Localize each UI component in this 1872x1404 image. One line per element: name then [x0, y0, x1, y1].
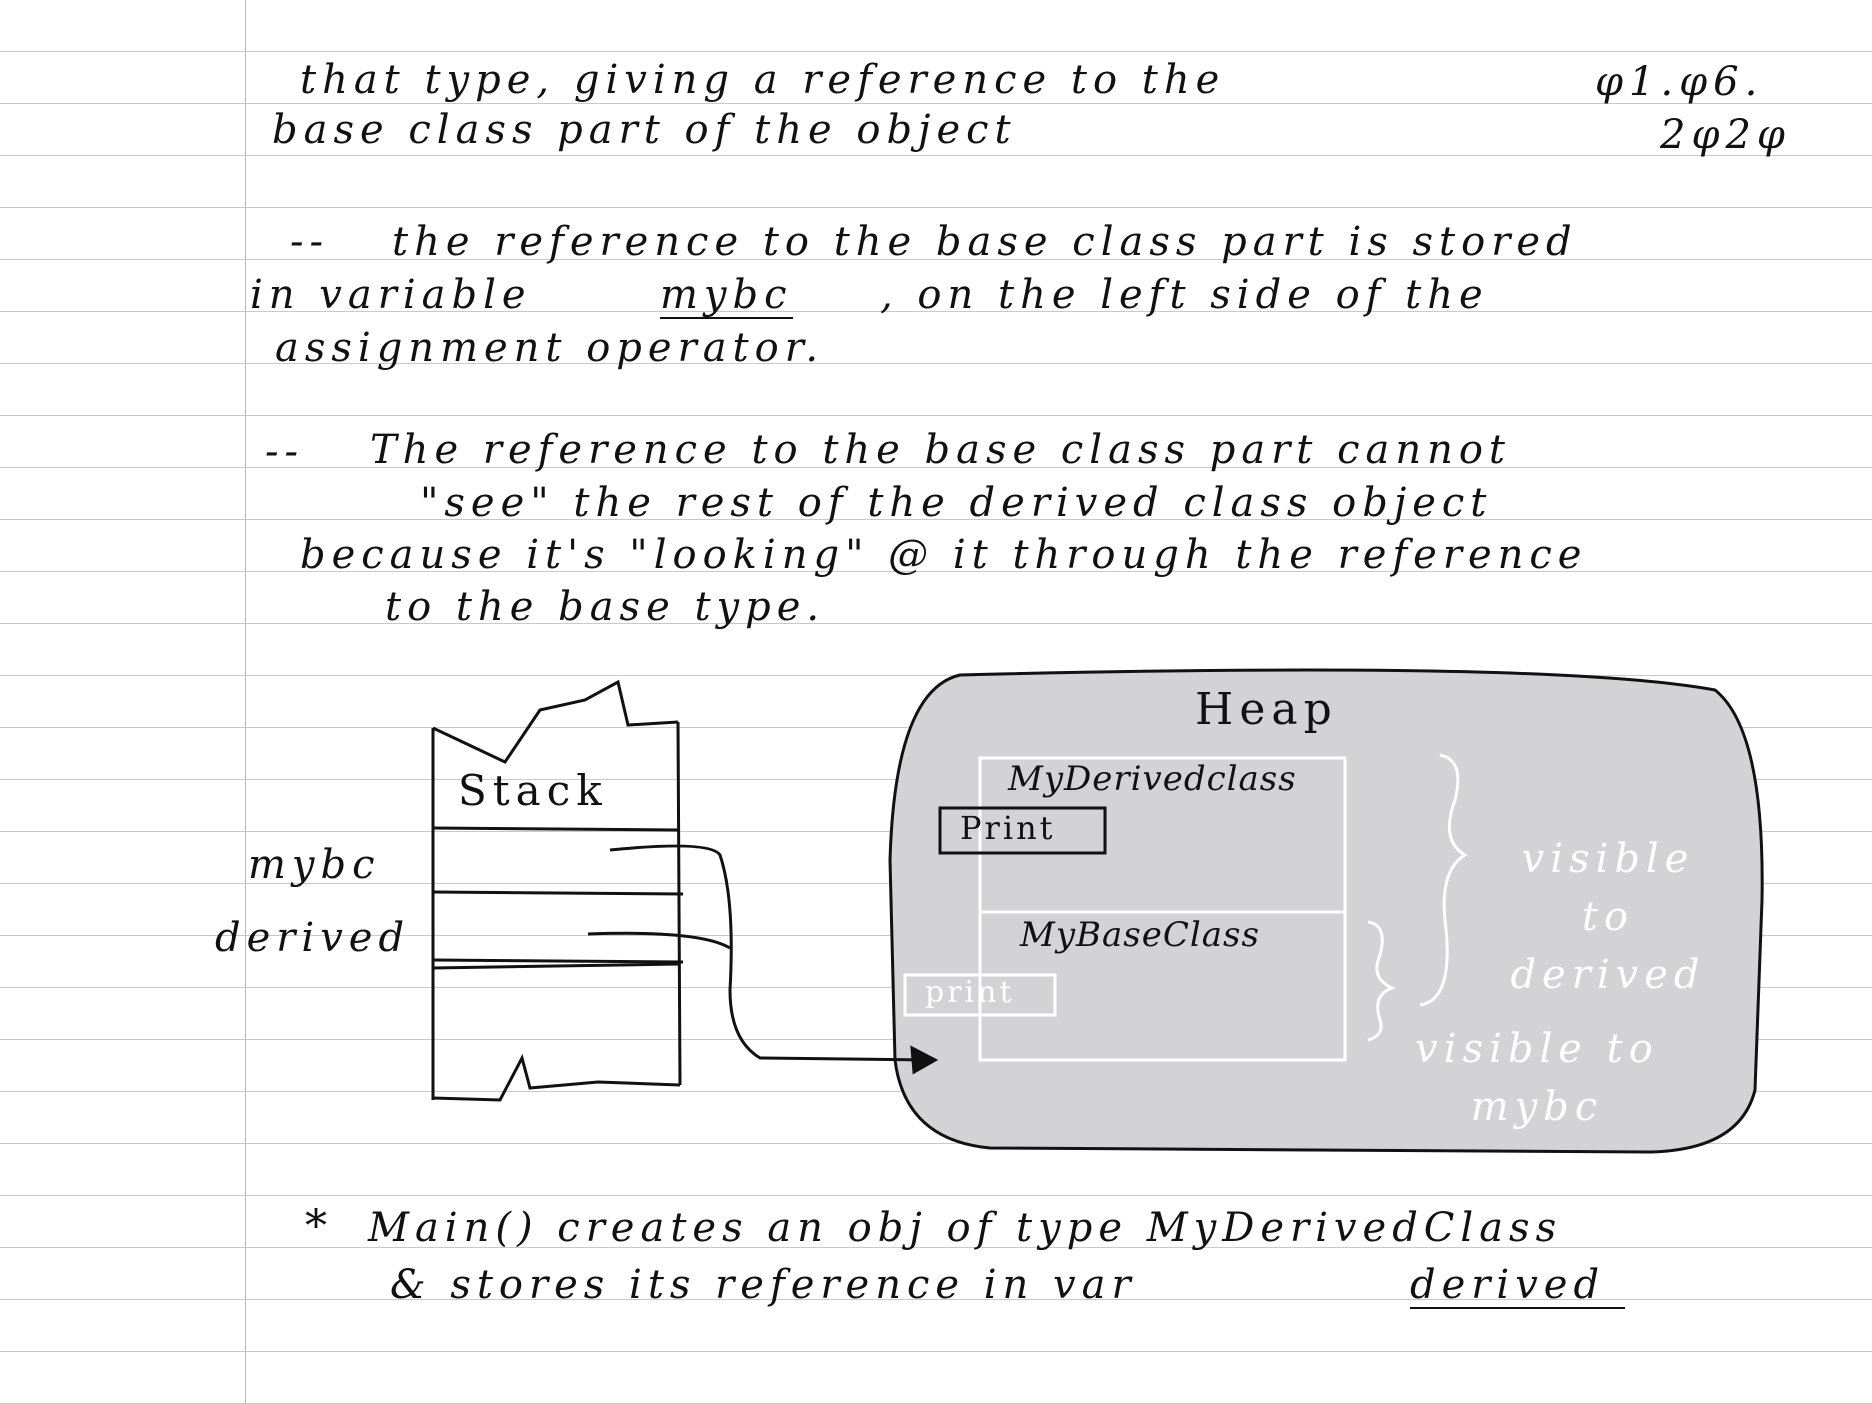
var-derived-label: derived	[215, 915, 411, 961]
margin-line	[245, 0, 246, 1404]
paragraph1-line1: that type, giving a reference to the	[300, 57, 1226, 103]
paragraph2-line1: the reference to the base class part is …	[392, 219, 1578, 265]
date-line1: φ1.φ6.	[1595, 59, 1764, 105]
footer-line1: Main() creates an obj of type MyDerivedC…	[368, 1205, 1563, 1251]
stack-frame	[431, 679, 684, 1102]
var-mybc-label: mybc	[248, 842, 381, 888]
visible-to-mybc-label: visible to mybc	[1415, 1026, 1659, 1130]
derived-print-box	[938, 806, 1107, 855]
stack-label: Stack	[458, 766, 608, 815]
heap-object-boxes	[903, 756, 1347, 1062]
paragraph3-line1: The reference to the base class part can…	[370, 427, 1512, 473]
mybc-underlined: mybc	[660, 272, 793, 319]
reference-arrows	[587, 844, 939, 1075]
base-print-label: print	[925, 975, 1015, 1010]
visibility-braces	[1367, 753, 1468, 1042]
derived-underlined: derived	[1410, 1265, 1626, 1309]
derived-class-label: MyDerivedclass	[1008, 759, 1297, 799]
paragraph3-dash: --	[265, 429, 305, 475]
paragraph3-line3: because it's "looking" @ it through the …	[300, 532, 1588, 578]
paragraph2-dash: --	[290, 219, 330, 265]
visible-to-derived-label: visible to derived	[1510, 836, 1706, 998]
footer-star: *	[305, 1201, 333, 1252]
paragraph1-line2: base class part of the object	[272, 107, 1017, 153]
base-class-label: MyBaseClass	[1020, 915, 1260, 955]
heap-label: Heap	[1195, 684, 1338, 735]
paragraph3-line2: "see" the rest of the derived class obje…	[420, 480, 1493, 526]
derived-print-label: Print	[960, 809, 1056, 847]
paragraph3-line4: to the base type.	[385, 584, 826, 630]
date-line2: 2φ2φ	[1660, 112, 1791, 158]
footer-line2: & stores its reference in var	[390, 1262, 1137, 1308]
paragraph2-line3: assignment operator.	[275, 325, 825, 371]
paragraph2-line2-end: , on the left side of the	[880, 272, 1489, 318]
paragraph2-line2-start: in variable	[250, 272, 532, 318]
